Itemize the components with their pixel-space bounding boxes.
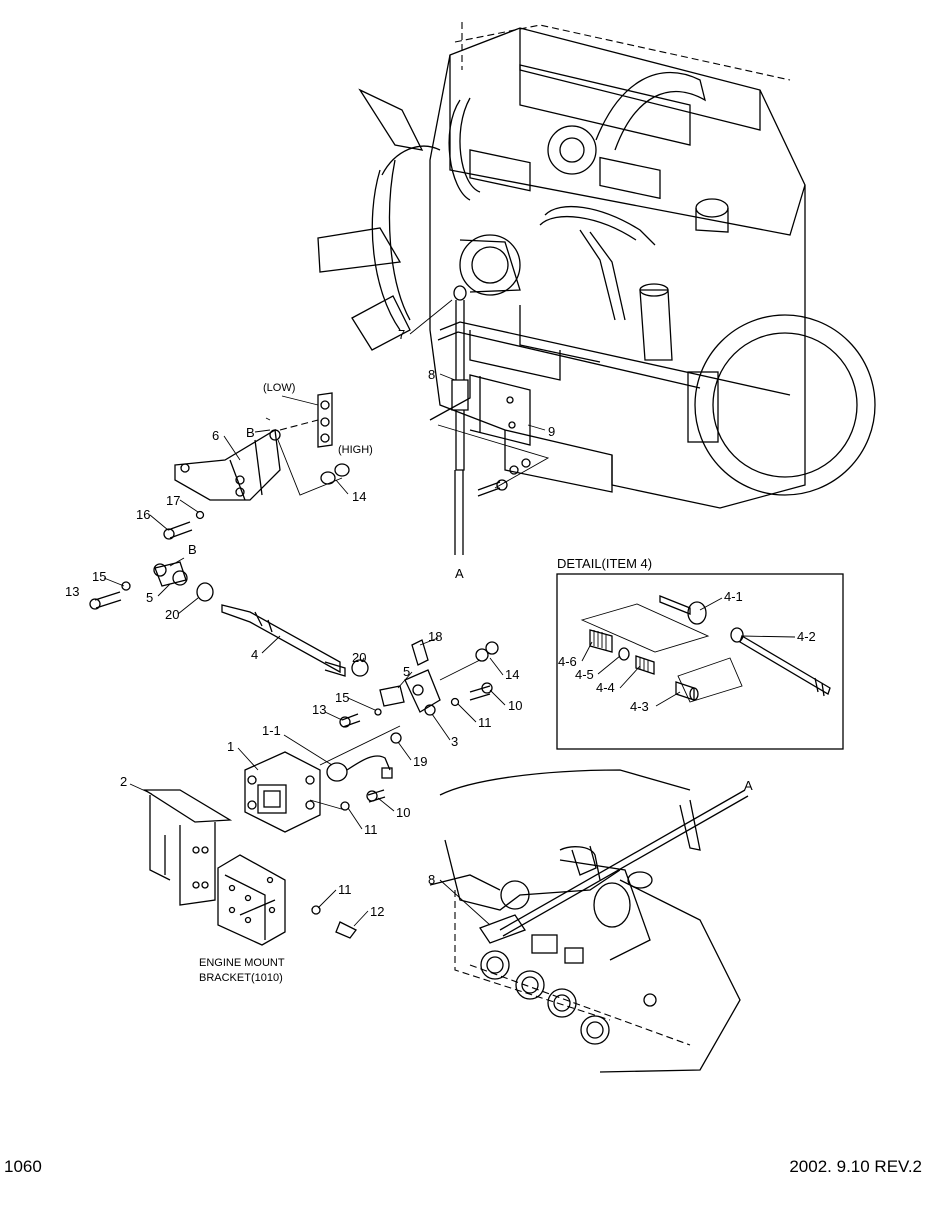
label-engine-mount: ENGINE MOUNT: [199, 957, 285, 969]
callout-7: 7: [398, 327, 405, 342]
callout-20-left: 20: [165, 607, 179, 622]
detail-callout-4-3: 4-3: [630, 699, 649, 714]
cab-console-drawing: [429, 769, 749, 1073]
label-low: (LOW): [263, 382, 295, 394]
callout-3: 3: [451, 734, 458, 749]
callout-11-lower: 11: [364, 822, 378, 837]
callout-10-upper: 10: [508, 698, 522, 713]
label-high: (HIGH): [338, 444, 373, 456]
callout-b-lower: B: [188, 542, 197, 557]
detail-item-4-box: [556, 573, 844, 750]
label-bracket-1010: BRACKET(1010): [199, 972, 283, 984]
callout-19: 19: [413, 754, 427, 769]
callout-1-1: 1-1: [262, 723, 281, 738]
callout-13-left: 13: [65, 584, 79, 599]
callout-14-right: 14: [505, 667, 519, 682]
detail-callout-4-1: 4-1: [724, 589, 743, 604]
callout-6: 6: [212, 428, 219, 443]
callout-9: 9: [548, 424, 555, 439]
callout-1: 1: [227, 739, 234, 754]
leader-lines: [103, 299, 796, 927]
engine-drawing: [317, 22, 876, 509]
callout-5-right: 5: [403, 664, 410, 679]
callout-11-bottom: 11: [338, 882, 352, 897]
callout-18: 18: [428, 629, 442, 644]
revision-date: 2002. 9.10 REV.2: [789, 1157, 922, 1176]
callout-13-right: 13: [312, 702, 326, 717]
control-box-assembly: [142, 725, 401, 946]
callout-12: 12: [370, 904, 384, 919]
callout-10-lower: 10: [396, 805, 410, 820]
callout-14-upper: 14: [352, 489, 366, 504]
callout-a-bottom: A: [744, 778, 753, 793]
callout-11-upper: 11: [478, 715, 492, 730]
callout-b-upper: B: [246, 425, 255, 440]
callout-16: 16: [136, 507, 150, 522]
callout-5-left: 5: [146, 590, 153, 605]
bracket-6-assembly: [163, 392, 350, 540]
callout-2: 2: [120, 774, 127, 789]
callout-8-top: 8: [428, 367, 435, 382]
detail-callout-4-5: 4-5: [575, 667, 594, 682]
throttle-cable-upper: [429, 285, 550, 555]
detail-callout-4-6: 4-6: [558, 654, 577, 669]
control-rod-assembly: [89, 561, 499, 744]
callout-17: 17: [166, 493, 180, 508]
detail-box-title: DETAIL(ITEM 4): [557, 556, 652, 571]
callout-4: 4: [251, 647, 258, 662]
callout-a-top: A: [455, 566, 464, 581]
detail-callout-4-4: 4-4: [596, 680, 615, 695]
callout-8-bottom: 8: [428, 872, 435, 887]
page-number: 1060: [4, 1157, 42, 1176]
detail-callout-4-2: 4-2: [797, 629, 816, 644]
callout-15-left: 15: [92, 569, 106, 584]
callout-15-right: 15: [335, 690, 349, 705]
callout-20-right: 20: [352, 650, 366, 665]
